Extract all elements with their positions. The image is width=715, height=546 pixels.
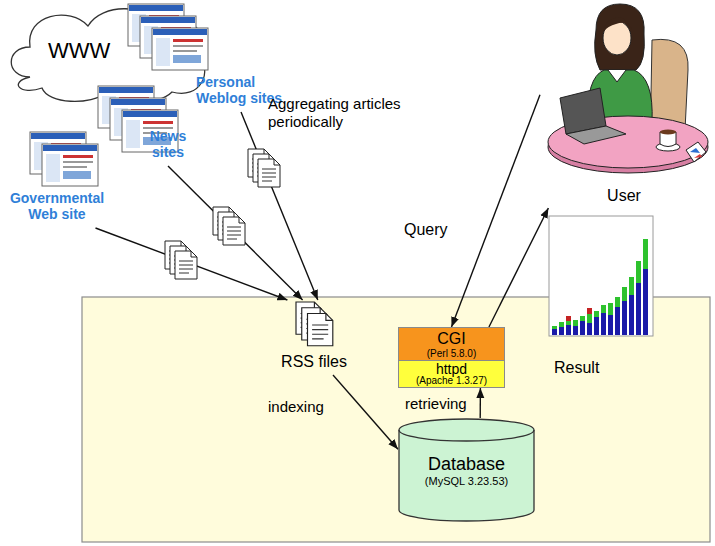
node-sublabel: (Apache 1.3.27) xyxy=(401,376,502,386)
connector-arrow xyxy=(333,375,398,449)
httpd-box: httpd(Apache 1.3.27) xyxy=(398,360,505,388)
node-label: CGI xyxy=(401,330,502,348)
node-label: News sites xyxy=(145,128,191,160)
edge-label: Query xyxy=(404,221,448,239)
connector-arrow xyxy=(489,208,548,327)
cgi-box: CGI(Perl 5.8.0) xyxy=(398,327,505,361)
node-sublabel: (MySQL 3.23.53) xyxy=(402,475,531,488)
cylinder-rim xyxy=(399,430,534,441)
node-label: User xyxy=(540,187,708,205)
node-label: RSS files xyxy=(276,353,352,371)
annotation-text: Aggregating articles periodically xyxy=(268,95,420,131)
cylinder-body xyxy=(399,419,534,521)
result-chart xyxy=(549,216,653,336)
site-label: News sites xyxy=(145,128,191,166)
connector-arrow xyxy=(96,228,288,300)
node-label: Database xyxy=(402,454,531,475)
edge-label: indexing xyxy=(268,398,324,415)
system-panel xyxy=(82,297,710,542)
government-screenshots xyxy=(30,132,98,186)
node-label: Governmental Web site xyxy=(2,190,112,222)
result-caption: Result xyxy=(554,358,634,377)
database-cylinder: Database(MySQL 3.23.53) xyxy=(398,418,535,522)
document-icons xyxy=(165,149,333,346)
connector-arrow xyxy=(480,388,482,418)
node-label: httpd xyxy=(401,362,502,376)
connector-arrow xyxy=(241,112,318,300)
connector-arrow xyxy=(452,95,541,327)
user-illustration xyxy=(548,4,708,173)
site-label: Governmental Web site xyxy=(2,190,112,228)
node-sublabel: (Perl 5.8.0) xyxy=(401,348,502,359)
edge-label: retrieving xyxy=(405,395,467,412)
node-label: WWW xyxy=(48,38,215,63)
